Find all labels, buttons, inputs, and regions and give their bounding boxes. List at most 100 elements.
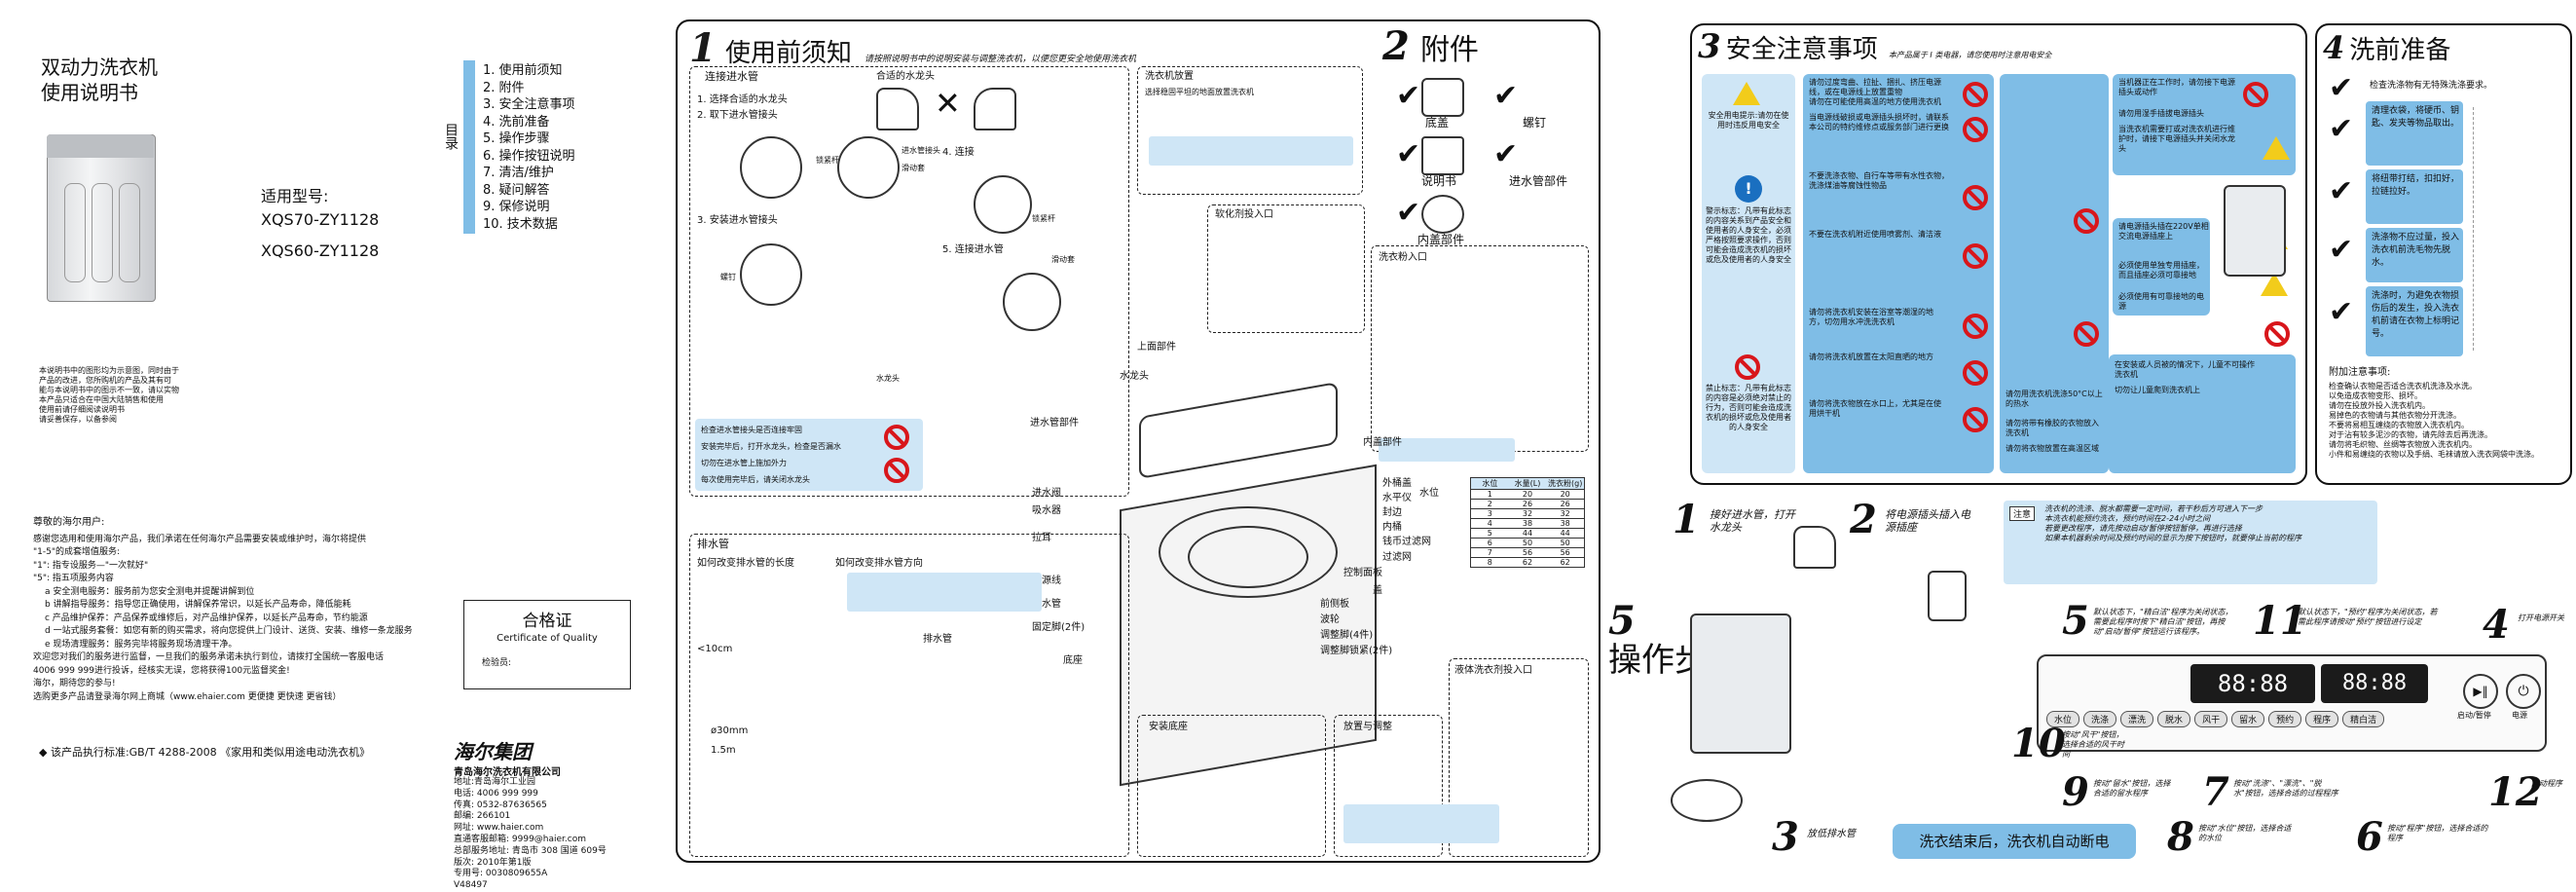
safety-point: 请勿用湿手插拔电源插头 (2118, 109, 2204, 118)
warning-triangle-icon (1733, 82, 1760, 105)
check-icon: ✔ (2329, 233, 2354, 267)
inlet-step-1: 1. 选择合适的水龙头 (697, 94, 788, 105)
softener-section (1207, 204, 1365, 333)
table-cell: 32 (1560, 509, 1570, 518)
start-pause-button[interactable]: ▶‖ (2463, 674, 2498, 709)
part-label: 过滤网 (1382, 552, 1412, 563)
panel-buttons: 水位 洗涤 漂洗 脱水 风干 留水 预约 程序 精白洁 (2046, 711, 2451, 727)
inlet-label: 进水管接头 (902, 146, 940, 155)
table-cell: 8 (1487, 558, 1492, 567)
toc-item[interactable]: 9. 保修说明 (483, 200, 550, 214)
part-label: 固定脚(2件) (1032, 622, 1086, 633)
water-retain-button[interactable]: 留水 (2231, 711, 2265, 727)
accessory-label: 进水管部件 (1509, 174, 1568, 188)
check-icon: ✔ (1396, 196, 1421, 230)
toc-item[interactable]: 5. 操作步骤 (483, 131, 550, 146)
faucet-image-ok (876, 88, 919, 130)
table-cell: 20 (1522, 490, 1533, 499)
certificate-subtitle: Certificate of Quality (497, 633, 598, 644)
toc-item[interactable]: 1. 使用前须知 (483, 63, 563, 78)
step-12-text: 启动程序 (2531, 779, 2562, 788)
install-base-title: 安装底座 (1149, 722, 1188, 732)
liquid-detergent-title: 液体洗衣剂投入口 (1454, 665, 1532, 676)
safety-point: 切勿让儿童爬到洗衣机上 (2115, 386, 2200, 394)
power-button[interactable]: ⏻ (2506, 674, 2541, 709)
part-label: 封边 (1382, 507, 1402, 518)
safety-col-4 (2113, 218, 2210, 316)
safety-point: 请勿在可能使用高温的地方使用洗衣机 (1809, 97, 1941, 106)
no-icon (1963, 407, 1988, 432)
inlet-label: 滑动套 (1051, 255, 1075, 264)
water-level-button[interactable]: 水位 (2046, 711, 2080, 727)
step-2-text: 将电源插头插入电源插座 (1885, 508, 1970, 534)
safety-point: 在安装或人员被的情况下，儿童不可操作洗衣机 (2115, 360, 2255, 379)
prep-check: 洗涤物不应过量，投入洗衣机前洗毛物先脱水。 (2372, 233, 2460, 268)
safety-legend (1702, 74, 1795, 473)
safety-point: 请勿将衣物放置在高温区域 (2006, 444, 2099, 453)
toc-item[interactable]: 6. 操作按钮说明 (483, 148, 575, 164)
section3-heading: 3 安全注意事项 本产品属于 I 类电器，请您使用时注意用电安全 (1698, 27, 2051, 66)
toc-item[interactable]: 2. 附件 (483, 80, 525, 95)
part-label: 调整脚(4件) (1320, 630, 1374, 641)
drain-direction-title: 如何改变排水管方向 (835, 558, 923, 569)
program-button[interactable]: 程序 (2305, 711, 2339, 727)
model-label: 适用型号: (261, 187, 329, 205)
install-base-section (1137, 715, 1326, 857)
part-label: 调整脚锁紧(2件) (1320, 646, 1393, 656)
step-4-text: 打开电源开关 (2518, 613, 2564, 622)
section1-title: 使用前须知 (724, 39, 852, 68)
accessory-label: 内盖部件 (1417, 233, 1465, 246)
inlet-connector-image (740, 136, 802, 199)
wash-button[interactable]: 洗涤 (2083, 711, 2117, 727)
rinse-button[interactable]: 漂洗 (2120, 711, 2154, 727)
table-cell: 44 (1560, 529, 1570, 538)
toc-list: 1. 使用前须知 2. 附件 3. 安全注意事项 4. 洗前准备 5. 操作步骤… (483, 62, 575, 233)
no-icon (1735, 354, 1760, 380)
whitening-button[interactable]: 精白洁 (2342, 711, 2385, 727)
safety-washer-image (2224, 185, 2286, 277)
schedule-button[interactable]: 预约 (2268, 711, 2302, 727)
table-cell: 6 (1487, 539, 1492, 547)
safety-point: 当机器正在工作时，请勿接下电源插头或动作 (2118, 78, 2235, 96)
safety-point: 请勿过度弯曲、拉扯、捆扎、挤压电源线，或在电源线上放置重物 (1809, 78, 1941, 96)
safety-point: 必须使用单独专用插座，而且插座必须可靠接地 (2118, 261, 2204, 279)
inlet-title: 连接进水管 (705, 70, 758, 83)
placement-section (1137, 66, 1363, 195)
accessory-image (1421, 136, 1464, 175)
no-icon (2074, 321, 2099, 347)
table-cell: 5 (1487, 529, 1492, 538)
toc-item[interactable]: 10. 技术数据 (483, 216, 558, 232)
toc-item[interactable]: 4. 洗前准备 (483, 114, 550, 130)
section1-heading: 1 使用前须知 请按照说明书中的说明安装与调整洗衣机，以便您更安全地使用洗衣机 (689, 25, 1136, 71)
table-cell: 56 (1522, 548, 1533, 557)
safety-col-5 (2109, 354, 2296, 473)
step-number: 5 (2062, 598, 2089, 644)
prep-box-3 (2366, 228, 2463, 282)
check-icon: ✔ (2329, 174, 2354, 208)
no-icon (1963, 314, 1988, 339)
certificate-inspector: 检验员: (482, 658, 512, 668)
cover-title: 双动力洗衣机 使用说明书 (41, 55, 158, 105)
toc-item[interactable]: 8. 疑问解答 (483, 182, 550, 198)
spin-button[interactable]: 脱水 (2157, 711, 2191, 727)
toc-item[interactable]: 7. 清洁/维护 (483, 166, 554, 180)
safety-point: 请勿将洗衣机安装在浴室等潮湿的地方，切勿用水冲洗洗衣机 (1809, 308, 1933, 326)
step-number: 1 (1673, 497, 1700, 542)
accessory-grid: ✔ 底盖 ✔ 螺钉 ✔ 说明书 ✔ 进水管部件 ✔ 内盖部件 (1392, 76, 1587, 251)
placement-note: 选择稳固平坦的地面放置洗衣机 (1145, 88, 1254, 96)
table-cell: 44 (1522, 529, 1533, 538)
drain-section (689, 534, 1129, 857)
drain-hose-image (1671, 779, 1743, 822)
inlet-label: 滑动套 (902, 164, 925, 172)
adjust-title: 放置与调整 (1343, 722, 1392, 732)
section2-title: 附件 (1419, 33, 1479, 67)
operation-washer-image (1690, 613, 1791, 754)
prep-box-1 (2366, 101, 2463, 166)
toc-item[interactable]: 3. 安全注意事项 (483, 97, 575, 112)
safety-point: 请勿将洗衣机放置在太阳直晒的地方 (1809, 353, 1933, 361)
air-dry-button[interactable]: 风干 (2194, 711, 2228, 727)
safety-point: 不要在洗衣机附近使用喷雾剂、清洁液 (1809, 230, 1941, 239)
inlet-suitable-faucet: 合适的水龙头 (876, 71, 935, 82)
display-screen: 88:88 (2190, 664, 2315, 703)
